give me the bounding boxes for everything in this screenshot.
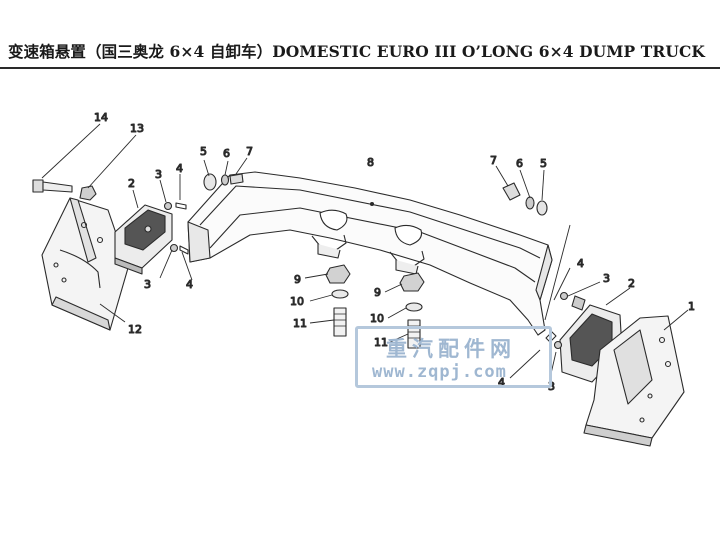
leader-lines (41, 123, 689, 379)
callout-12: 12 (128, 323, 142, 336)
page-title: 变速箱悬置（国三奥龙 6×4 自卸车）DOMESTIC EURO III O’L… (8, 42, 705, 61)
callout-11: 11 (293, 317, 307, 330)
callout-2: 2 (628, 277, 635, 290)
part-2-left-mount (114, 204, 173, 275)
part-5-6-7-left (203, 173, 244, 191)
watermark-url: www.zqpj.com (372, 362, 507, 382)
part-12-left-bracket (41, 197, 129, 331)
callout-7: 7 (490, 154, 497, 167)
callout-9: 9 (374, 286, 381, 299)
callout-4: 4 (186, 278, 193, 291)
callout-3: 3 (155, 168, 162, 181)
part-8-crossmember (187, 171, 553, 336)
callout-6: 6 (223, 147, 230, 160)
callout-7: 7 (246, 145, 253, 158)
part-1-right-bracket (583, 315, 685, 447)
callout-4: 4 (577, 257, 584, 270)
crossmember-lower-brackets (311, 234, 425, 275)
part-3-4-right-fasteners (545, 291, 569, 350)
callout-6: 6 (516, 157, 523, 170)
part-14-bolt (32, 179, 73, 193)
callout-10: 10 (370, 312, 384, 325)
part-5-6-7-right (502, 182, 548, 216)
part-3-4-left-fasteners (163, 201, 189, 255)
callout-13: 13 (130, 122, 144, 135)
callout-4: 4 (498, 376, 505, 389)
callout-1: 1 (688, 300, 695, 313)
callout-11: 11 (374, 336, 388, 349)
callout-10: 10 (290, 295, 304, 308)
callout-2: 2 (128, 177, 135, 190)
watermark-frame (355, 326, 552, 388)
callout-3: 3 (603, 272, 610, 285)
callout-5: 5 (200, 145, 207, 158)
callout-5: 5 (540, 157, 547, 170)
watermark-cn: 重汽配件网 (386, 337, 516, 361)
title-rule (0, 67, 720, 69)
callout-8: 8 (367, 156, 374, 169)
callout-14: 14 (94, 111, 108, 124)
callout-9: 9 (294, 273, 301, 286)
callout-3: 3 (144, 278, 151, 291)
part-13-nut (79, 185, 97, 201)
callout-4: 4 (176, 162, 183, 175)
